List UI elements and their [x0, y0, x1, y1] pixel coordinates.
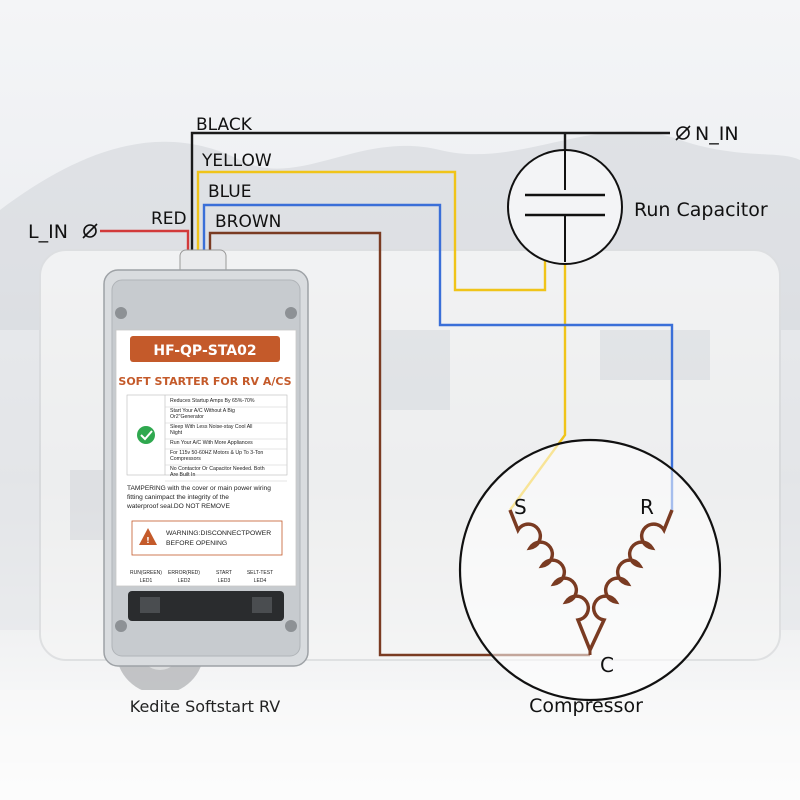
terminal-symbols	[82, 125, 691, 239]
yellow-wire-label: YELLOW	[201, 151, 272, 171]
feature-item: Reduces Startup Amps By 65%-70%	[170, 398, 255, 404]
soft-starter-device: HF-QP-STA02 SOFT STARTER FOR RV A/CS Red…	[103, 249, 309, 667]
l-in-label: L_IN	[28, 221, 68, 243]
product-caption: Kedite Softstart RV	[130, 697, 281, 716]
labels: BLACK YELLOW BLUE RED BROWN L_IN N_IN Ru…	[28, 115, 768, 717]
coil-r-to-c	[588, 509, 674, 651]
red-wire-label: RED	[151, 209, 187, 229]
terminal-r-label: R	[640, 495, 654, 519]
blue-wire	[202, 203, 674, 510]
n-in-terminal-icon	[675, 125, 691, 141]
device-subtitle: SOFT STARTER FOR RV A/CS	[118, 375, 291, 388]
n-in-label: N_IN	[695, 123, 739, 145]
warning-triangle-icon: !	[139, 528, 157, 545]
brown-wire-label: BROWN	[215, 212, 281, 232]
terminal-s-label: S	[514, 495, 527, 519]
feature-item: Run Your A/C With More Appliances	[170, 440, 253, 446]
blue-wire-label: BLUE	[208, 182, 251, 202]
svg-text:!: !	[146, 536, 150, 545]
brown-wire	[208, 231, 590, 657]
compressor-label: Compressor	[529, 695, 643, 717]
led-name: START	[216, 570, 232, 576]
capacitor-label: Run Capacitor	[634, 199, 768, 221]
feature-list: Reduces Startup Amps By 65%-70% Start You…	[165, 398, 287, 482]
led-name: ERROR(RED)	[168, 570, 200, 576]
led-id: LED3	[218, 578, 231, 584]
led-id: LED2	[178, 578, 191, 584]
led-name: SELT-TEST	[247, 570, 273, 576]
tamper-warning: TAMPERING with the cover or main power w…	[126, 485, 271, 510]
device-model-label: HF-QP-STA02	[153, 343, 256, 359]
led-id: LED1	[140, 578, 153, 584]
l-in-terminal-icon	[82, 223, 98, 239]
run-capacitor	[507, 149, 623, 265]
check-icon	[137, 426, 155, 444]
terminal-c-label: C	[600, 653, 614, 677]
led-labels: RUN(GREEN) LED1 ERROR(RED) LED2 START LED3 SEL…	[130, 570, 273, 584]
led-id: LED4	[254, 578, 267, 584]
led-name: RUN(GREEN)	[130, 570, 162, 576]
coil-s-to-c	[508, 509, 592, 651]
compressor-motor	[458, 438, 722, 702]
black-wire-label: BLACK	[196, 115, 253, 135]
